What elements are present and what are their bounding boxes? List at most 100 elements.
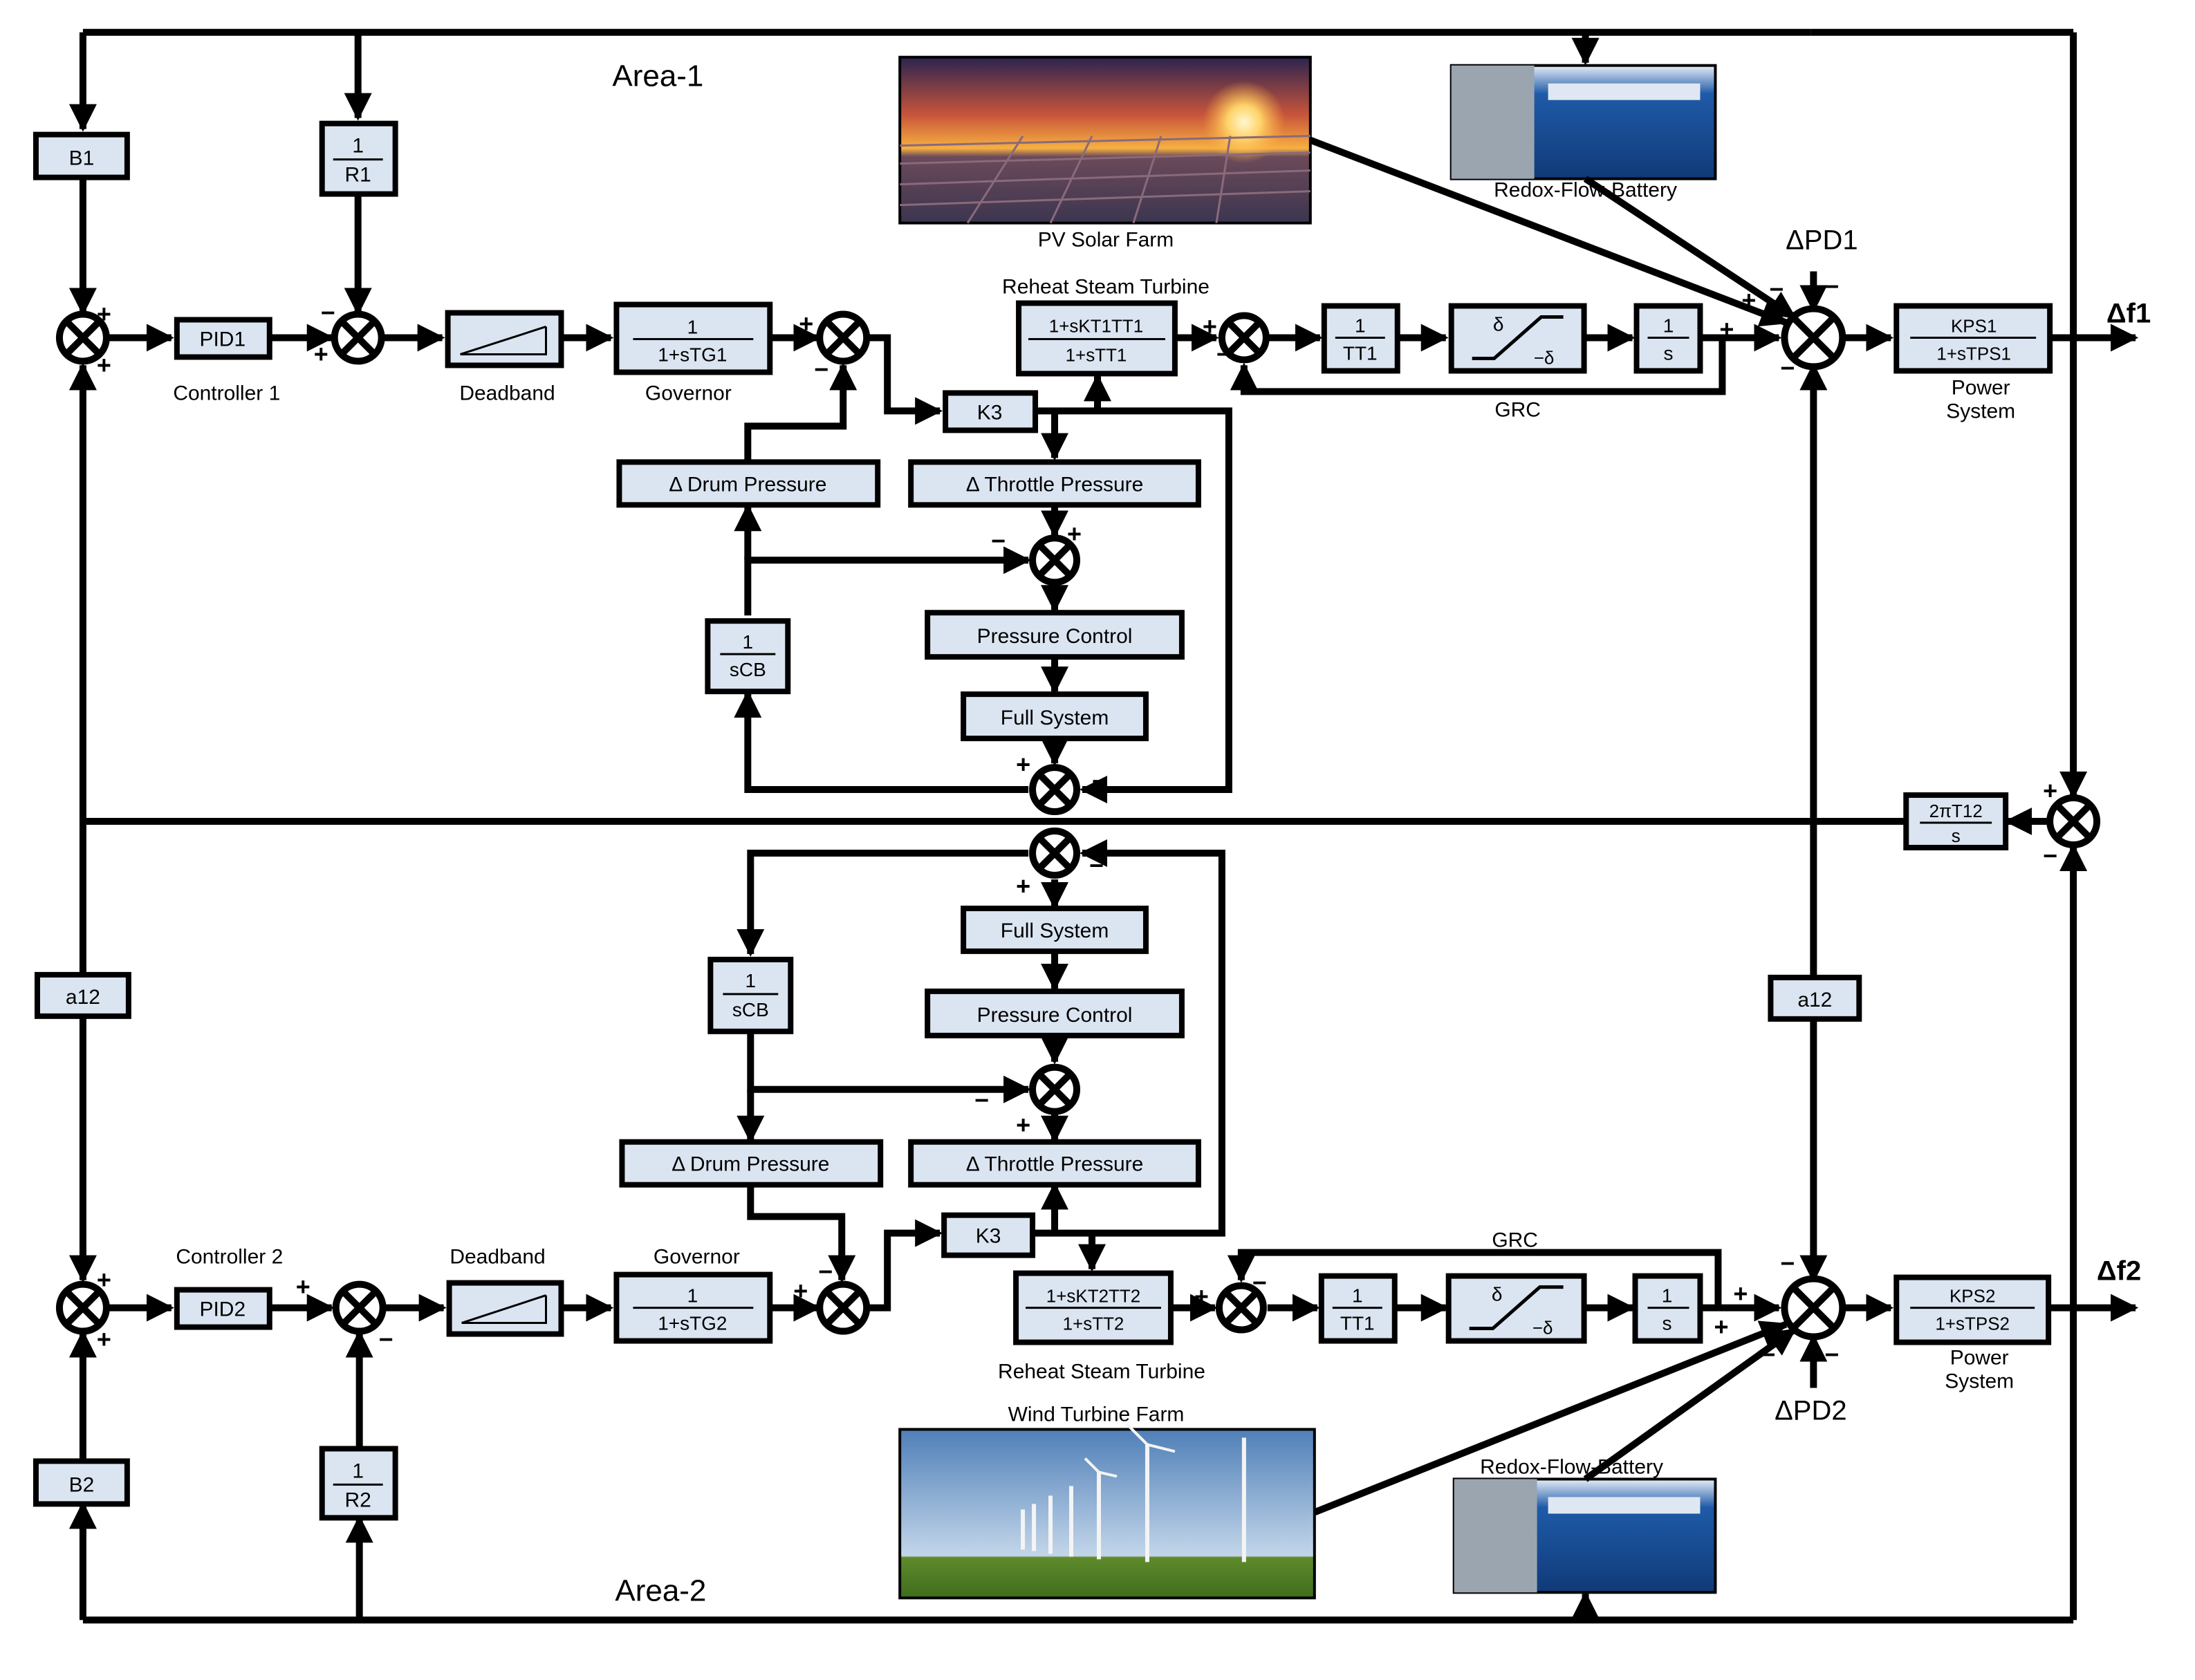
- sum-b1: [55, 310, 110, 365]
- svg-text:+: +: [1016, 872, 1030, 900]
- power-system-1-label-b: System: [1946, 400, 2015, 422]
- controller-2-label: Controller 2: [176, 1246, 283, 1269]
- sum-grc1: [1218, 312, 1270, 364]
- svg-text:+: +: [1016, 750, 1030, 778]
- svg-text:sCB: sCB: [730, 659, 766, 680]
- reheat-turbine-1-block: 1+sKT1TT1 1+sTT1: [1016, 300, 1178, 377]
- svg-text:Δ Throttle Pressure: Δ Throttle Pressure: [966, 473, 1144, 496]
- sum-full2: [1029, 828, 1081, 879]
- svg-text:a12: a12: [1797, 989, 1832, 1011]
- svg-text:Δ Throttle Pressure: Δ Throttle Pressure: [966, 1153, 1144, 1176]
- pressure-control-2-block: Pressure Control: [925, 988, 1185, 1038]
- deadband2-block: [446, 1280, 564, 1337]
- tt2-block: 1 TT1: [1318, 1273, 1398, 1344]
- governor2-block: 1 1+sTG2: [613, 1271, 773, 1344]
- throttle-pressure-2-block: Δ Throttle Pressure: [908, 1139, 1201, 1188]
- svg-text:s: s: [1662, 1313, 1671, 1334]
- svg-text:1: 1: [352, 1459, 364, 1482]
- integrator2-block: 1 s: [1632, 1273, 1703, 1344]
- power-system-2-label-b: System: [1945, 1370, 2014, 1393]
- svg-text:1: 1: [745, 970, 757, 991]
- svg-text:1: 1: [1663, 315, 1674, 336]
- svg-text:R2: R2: [345, 1488, 371, 1511]
- svg-text:Pressure Control: Pressure Control: [977, 1004, 1133, 1027]
- deadband1-block: [445, 310, 564, 368]
- svg-text:+: +: [1733, 1280, 1748, 1308]
- svg-text:1+sTG2: 1+sTG2: [658, 1313, 727, 1334]
- r2-block: 1 R2: [319, 1446, 398, 1521]
- svg-text:+: +: [2043, 776, 2057, 805]
- svg-text:−: −: [1824, 272, 1839, 300]
- svg-text:−: −: [1092, 767, 1106, 795]
- svg-text:−: −: [1769, 274, 1784, 303]
- svg-text:+: +: [97, 351, 111, 379]
- reheat-2-label: Reheat Steam Turbine: [998, 1361, 1205, 1383]
- svg-text:+: +: [296, 1273, 311, 1301]
- svg-text:Δ Drum Pressure: Δ Drum Pressure: [672, 1153, 829, 1176]
- svg-text:−: −: [974, 1086, 989, 1114]
- svg-text:δ: δ: [1493, 313, 1504, 335]
- disturbance-1-label: ΔPD1: [1786, 225, 1858, 256]
- governor1-block: 1 1+sTG1: [613, 301, 773, 375]
- svg-text:1+sTPS2: 1+sTPS2: [1935, 1314, 2010, 1334]
- controller-1-label: Controller 1: [173, 382, 280, 404]
- sum-grc2: [1215, 1282, 1267, 1334]
- area-1-label: Area-1: [612, 59, 703, 93]
- sum-b2: [55, 1280, 110, 1335]
- svg-text:1+sTT2: 1+sTT2: [1063, 1314, 1124, 1334]
- svg-text:sCB: sCB: [732, 999, 769, 1020]
- pv-solar-farm-image: [898, 55, 1312, 225]
- deadband-1-label: Deadband: [459, 382, 555, 404]
- svg-text:Full System: Full System: [1001, 707, 1109, 729]
- pid2-block: PID2: [174, 1287, 272, 1330]
- svg-text:a12: a12: [66, 986, 100, 1009]
- battery-image-1: [1450, 64, 1717, 180]
- a12-right-block: a12: [1768, 974, 1862, 1022]
- svg-text:−: −: [1089, 851, 1104, 879]
- battery-image-2: [1452, 1477, 1717, 1594]
- b2-block: B2: [33, 1458, 130, 1507]
- sum-main1: [1781, 305, 1846, 371]
- deadband-2-label: Deadband: [450, 1246, 545, 1269]
- svg-text:TT1: TT1: [1340, 1313, 1375, 1334]
- full-system-2-block: Full System: [961, 905, 1149, 954]
- wires-area-2: [68, 821, 2139, 1624]
- svg-text:Pressure Control: Pressure Control: [977, 625, 1133, 648]
- pressure-control-1-block: Pressure Control: [925, 610, 1185, 660]
- sum-main2: [1781, 1275, 1846, 1341]
- grc-1-label: GRC: [1494, 398, 1541, 421]
- integrator1-block: 1 s: [1633, 303, 1703, 374]
- svg-text:TT1: TT1: [1343, 342, 1378, 364]
- svg-text:+: +: [1719, 315, 1734, 343]
- svg-text:+: +: [97, 1325, 111, 1354]
- svg-text:1+sKT1TT1: 1+sKT1TT1: [1049, 315, 1143, 336]
- power-system-2-block: KPS2 1+sTPS2: [1893, 1274, 2052, 1345]
- svg-text:δ: δ: [1492, 1284, 1503, 1305]
- cb2-block: 1 sCB: [707, 956, 794, 1034]
- delta-f1-label: Δf1: [2106, 298, 2151, 328]
- sum-r2: [332, 1280, 387, 1335]
- wires-area-1: [68, 28, 2139, 836]
- svg-text:−: −: [1780, 1249, 1795, 1278]
- svg-text:B1: B1: [69, 147, 95, 170]
- area-2-label: Area-2: [615, 1574, 706, 1607]
- svg-text:2πT12: 2πT12: [1929, 801, 1983, 821]
- svg-text:1: 1: [352, 135, 364, 158]
- svg-text:−: −: [321, 298, 335, 326]
- svg-text:s: s: [1663, 342, 1673, 364]
- svg-text:+: +: [97, 299, 111, 328]
- k3-block-1: K3: [943, 390, 1039, 433]
- svg-text:1: 1: [1662, 1285, 1673, 1307]
- pid1-block: PID1: [174, 317, 272, 360]
- svg-text:+: +: [793, 1277, 808, 1305]
- svg-text:−: −: [1780, 353, 1795, 382]
- tt1-block: 1 TT1: [1321, 303, 1400, 374]
- svg-text:s: s: [1952, 825, 1961, 846]
- power-system-1-block: KPS1 1+sTPS1: [1893, 303, 2053, 374]
- svg-text:−: −: [818, 1258, 833, 1286]
- svg-text:+: +: [1016, 1111, 1030, 1139]
- svg-text:1: 1: [1355, 315, 1366, 336]
- svg-text:−: −: [814, 355, 828, 383]
- reheat-1-label: Reheat Steam Turbine: [1002, 275, 1210, 298]
- sum-pressure2: [1029, 1063, 1081, 1115]
